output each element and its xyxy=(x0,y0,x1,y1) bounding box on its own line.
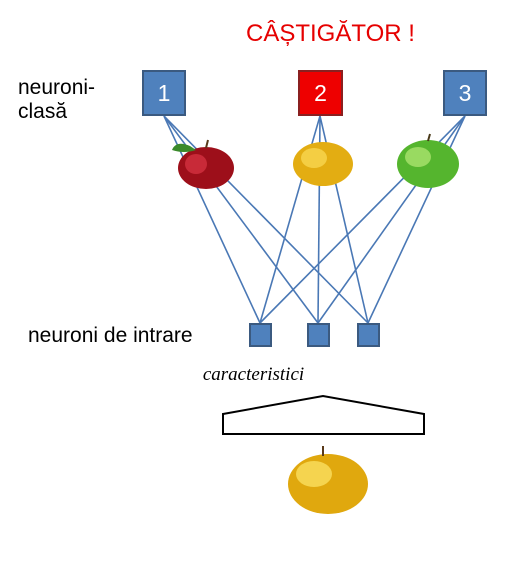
class-neuron-2: 2 xyxy=(298,70,343,116)
green-apple-icon xyxy=(397,133,459,188)
class-neurons-label: neuroni- clasă xyxy=(18,76,95,124)
class-neurons-label-line2: clasă xyxy=(18,100,68,123)
features-label: caracteristici xyxy=(202,364,305,385)
input-neuron-1 xyxy=(249,323,272,347)
class-neurons-label-line1: neuroni- xyxy=(18,76,96,99)
input-neuron-3 xyxy=(357,323,380,347)
class-neuron-3: 3 xyxy=(443,70,487,116)
yellow-apple-icon xyxy=(293,142,353,186)
input-apple-icon xyxy=(288,446,368,514)
winner-title: CÂȘTIGĂTOR ! xyxy=(246,20,415,47)
class-neuron-1: 1 xyxy=(142,70,186,116)
red-apple-icon xyxy=(172,139,234,189)
input-neuron-2 xyxy=(307,323,330,347)
features-bracket xyxy=(222,394,425,435)
input-neurons-label: neuroni de intrare xyxy=(28,324,193,347)
